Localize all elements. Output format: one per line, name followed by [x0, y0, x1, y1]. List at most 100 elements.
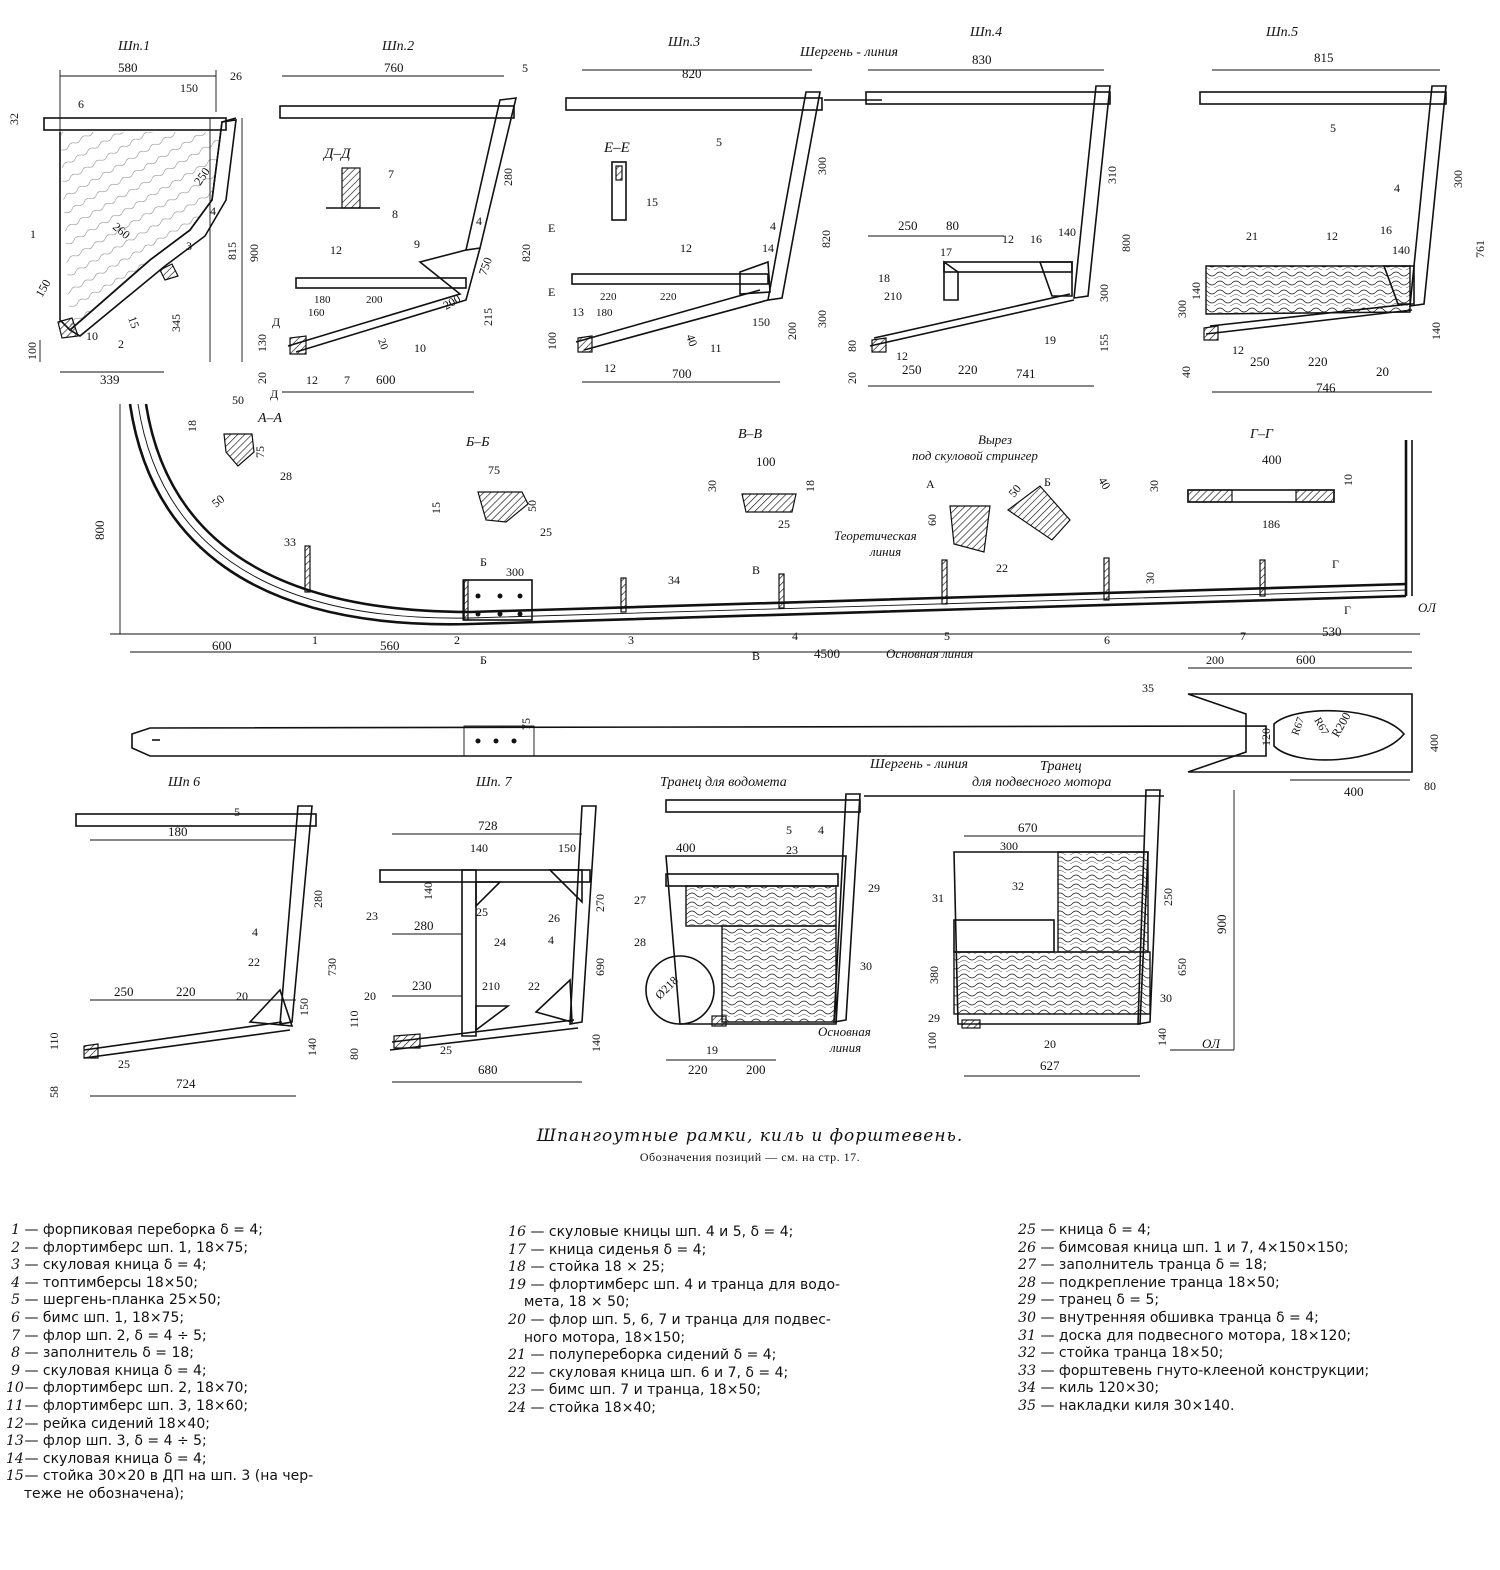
legend-item-text: — накладки киля 30×140.: [1036, 1397, 1235, 1414]
dimension-label: 210: [884, 289, 902, 303]
dimension-label: 12: [1326, 229, 1338, 243]
dimension-label: А: [926, 477, 935, 491]
dimension-label: 130: [255, 334, 269, 352]
legend-item-text: — форштевень гнуто-клееной конструкции;: [1036, 1362, 1370, 1379]
legend-item-text: — стойка транца 18×50;: [1036, 1345, 1224, 1362]
dimension-label: 580: [118, 60, 138, 75]
dimension-label: Шп.4: [969, 25, 1002, 40]
legend-item: 22 — скуловая кница шп. 6 и 7, δ = 4;: [506, 1365, 1006, 1383]
keel-profile: А–А Б–Б В–В Г–Г Вырез под скуловой стрин…: [92, 393, 1437, 667]
legend-item: 4 — топтимберсы 18×50;: [6, 1275, 486, 1293]
dimension-label: 5: [944, 629, 950, 643]
dimension-label: 400: [1427, 734, 1441, 752]
dimension-label: 140: [1429, 322, 1443, 340]
dimension-label: 30: [860, 959, 872, 973]
dimension-label: В: [752, 563, 760, 577]
dimension-label: 200: [746, 1062, 766, 1077]
dimension-label: 220: [600, 291, 617, 303]
dimension-label: Шп.5: [1265, 25, 1298, 40]
dimension-label: 345: [169, 314, 183, 332]
dimension-label: 9: [414, 237, 420, 251]
legend-item-number: 21: [508, 1347, 526, 1364]
dimension-label: 140: [589, 1034, 603, 1052]
legend-item-text: — рейка сидений 18×40;: [20, 1415, 210, 1432]
legend-item-number: 18: [508, 1259, 526, 1276]
dimension-label: линия: [829, 1040, 861, 1055]
legend-item-number: 9: [11, 1362, 20, 1379]
dimension-label: 2: [118, 337, 124, 351]
dimension-label: 530: [1322, 624, 1342, 639]
dimension-label: 30: [1147, 480, 1161, 492]
dimension-label: 100: [756, 454, 776, 469]
dimension-label: 27: [634, 893, 646, 907]
dimension-label: 10: [1341, 474, 1355, 486]
dimension-label: 5: [522, 61, 528, 75]
legend-item-text: — флортимберс шп. 2, 18×70;: [20, 1380, 249, 1397]
frame-4: Шп.4 830 310 800 250 80 12 16 140 17 18 …: [845, 25, 1133, 387]
legend-item-text: — форпиковая переборка δ = 4;: [20, 1222, 263, 1238]
dimension-label: 24: [494, 935, 506, 949]
legend-item: 17 — кница сиденья δ = 4;: [506, 1242, 1006, 1260]
dimension-label: 400: [1344, 784, 1364, 799]
legend-item-number: 22: [508, 1364, 526, 1381]
dimension-label: R67: [1311, 716, 1331, 738]
dimension-label: 150: [558, 841, 576, 855]
dimension-label: Шп.3: [667, 35, 700, 50]
dimension-label: 220: [660, 291, 677, 303]
frame-3: Шп.3 Шергень - линия 820 5 Е–Е 15 Е Е 30…: [545, 35, 898, 383]
dimension-label: 50: [1006, 482, 1024, 500]
frame-7: Шп. 7 728 140 150 140 23 25 270 280 24 2…: [347, 775, 607, 1083]
dimension-label: 300: [815, 310, 829, 328]
legend-item: 28 — подкрепление транца 18×50;: [1016, 1275, 1500, 1293]
legend-item-text: — скуловая кница δ = 4;: [20, 1257, 207, 1274]
legend-column-2: 16 — скуловые кницы шп. 4 и 5, δ = 4;17 …: [506, 1224, 1006, 1418]
legend-item-number: 31: [1018, 1327, 1036, 1344]
dimension-label: 4: [548, 933, 554, 947]
legend-item: 29 — транец δ = 5;: [1016, 1292, 1500, 1310]
dimension-label: 140: [1189, 282, 1203, 300]
dimension-label: Транец: [1040, 759, 1082, 774]
dimension-label: 7: [1240, 629, 1246, 643]
dimension-label: 25: [778, 517, 790, 531]
dimension-label: Б: [480, 653, 487, 667]
legend-item-number: 15: [6, 1468, 24, 1485]
dimension-label: 28: [634, 935, 646, 949]
legend-item: 19 — флортимберс шп. 4 и транца для водо…: [506, 1277, 1006, 1312]
dimension-label: 140: [1058, 225, 1076, 239]
dimension-label: 30: [705, 480, 719, 492]
legend-item-number: 7: [11, 1327, 20, 1344]
dimension-label: R67: [1290, 715, 1308, 737]
dimension-label: В–В: [738, 427, 763, 442]
dimension-label: 10: [414, 341, 426, 355]
dimension-label: Г: [1332, 557, 1339, 571]
dimension-label: 19: [1044, 333, 1056, 347]
dimension-label: 17: [940, 245, 952, 259]
legend-item: 6 — бимс шп. 1, 18×75;: [6, 1310, 486, 1328]
dimension-label: 12: [330, 243, 342, 257]
dimension-label: 700: [672, 366, 692, 381]
dimension-label: 20: [375, 337, 390, 352]
transom-outboard: Транец для подвесного мотора 670 300 32 …: [925, 759, 1235, 1077]
dimension-label: 12: [1232, 343, 1244, 357]
legend-item: 11 — флортимберс шп. 3, 18×60;: [6, 1398, 486, 1416]
dimension-label: 75: [488, 463, 500, 477]
dimension-label: 12: [306, 373, 318, 387]
legend-column-3: 25 — кница δ = 4;26 — бимсовая кница шп.…: [1016, 1222, 1500, 1416]
dimension-label: 4: [818, 823, 824, 837]
legend-item-number: 25: [1018, 1222, 1036, 1238]
dimension-label: 75: [253, 446, 267, 458]
dimension-label: 32: [7, 113, 21, 125]
legend-item-number: 33: [1018, 1362, 1036, 1379]
dimension-label: 815: [225, 242, 239, 260]
dimension-label: 29: [868, 881, 880, 895]
legend-item-text: — флортимберс шп. 3, 18×60;: [20, 1397, 249, 1414]
legend-item-number: 19: [508, 1276, 526, 1293]
dimension-label: 300: [815, 157, 829, 175]
dimension-label: 600: [376, 372, 396, 387]
dimension-label: 15: [646, 195, 658, 209]
dimension-label: Шп. 7: [475, 775, 513, 790]
dimension-label: Б–Б: [465, 435, 490, 450]
dimension-label: Шп.2: [381, 39, 414, 54]
dimension-label: 31: [932, 891, 944, 905]
dimension-label: 160: [308, 307, 325, 319]
